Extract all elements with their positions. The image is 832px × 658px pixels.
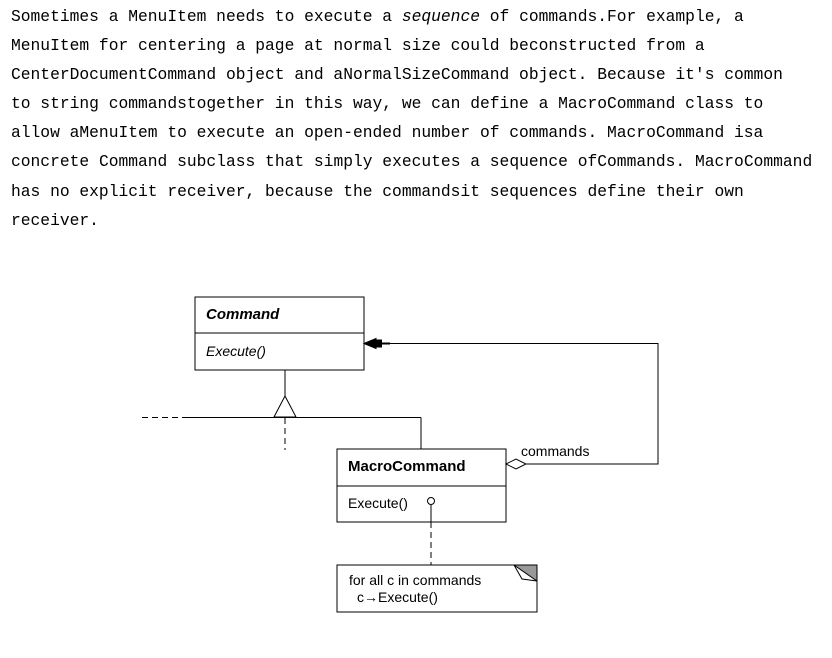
macrocommand-class-name: MacroCommand xyxy=(348,458,466,475)
paragraph-line-6-c: subclass that simply xyxy=(167,152,383,172)
paragraph-line-2: MenuItem for centering a page at normal … xyxy=(11,36,705,56)
generalization-connector xyxy=(142,370,422,450)
implementation-note: for all c in commands c→Execute() xyxy=(336,564,538,613)
paragraph-line-6-a: concrete xyxy=(11,152,99,172)
paragraph-line-8: receiver. xyxy=(11,210,99,230)
note-anchor-circle xyxy=(427,497,435,505)
aggregation-diamond xyxy=(504,458,528,470)
paragraph-line-1-start: Sometimes a MenuItem needs to execute a xyxy=(11,7,402,26)
paragraph-line-1-end: of commands.For example, a xyxy=(480,7,744,26)
paragraph-line-5: allow aMenuItem to execute an open-ended… xyxy=(11,123,764,143)
paragraph-line-6-d: executes xyxy=(382,152,461,172)
commands-aggregation: commands xyxy=(362,337,659,470)
note-line-1: for all c in commands xyxy=(349,572,481,588)
paragraph-line-6-b: Command xyxy=(98,152,168,172)
paragraph-line-6-e: a xyxy=(460,152,490,172)
association-arrowhead xyxy=(362,337,377,350)
command-class: Command Execute() xyxy=(194,296,365,371)
association-label-commands: commands xyxy=(521,443,589,459)
emphasis-sequence: sequence xyxy=(401,7,480,26)
body-paragraph: Sometimes a MenuItem needs to execute a … xyxy=(11,2,813,235)
paragraph-line-1: Sometimes a MenuItem needs to execute a … xyxy=(11,2,811,31)
paragraph-line-4: to string commandstogether in this way, … xyxy=(11,94,764,114)
macrocommand-class-operation: Execute() xyxy=(348,495,408,511)
macrocommand-class: MacroCommand Execute() xyxy=(336,448,507,523)
paragraph-line-3: CenterDocumentCommand object and aNormal… xyxy=(11,65,783,85)
inheritance-triangle xyxy=(273,394,297,418)
command-class-name: Command xyxy=(206,306,280,323)
paragraph-line-6: concrete Command subclass that simply ex… xyxy=(11,147,813,176)
note-line-2: c→Execute() xyxy=(357,589,438,605)
paragraph-line-7: has no explicit receiver, because the co… xyxy=(11,181,744,201)
paragraph-line-6-f: sequence of xyxy=(489,152,598,172)
note-fold-corner-icon xyxy=(512,564,538,582)
paragraph-line-6-g: Commands. MacroCommand xyxy=(597,152,813,172)
command-class-operation: Execute() xyxy=(206,343,266,359)
